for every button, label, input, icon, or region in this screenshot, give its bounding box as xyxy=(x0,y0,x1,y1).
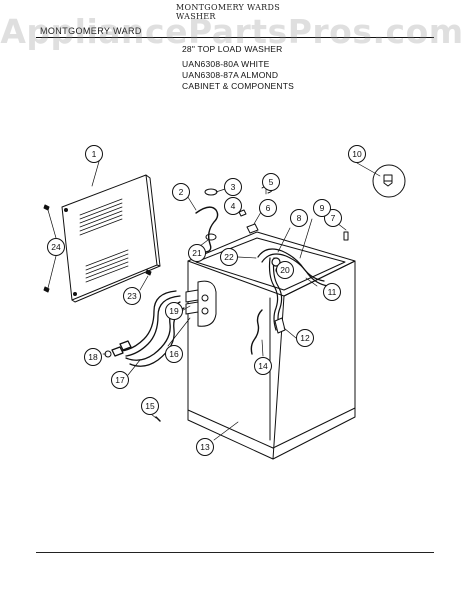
title-line-2: UAN6308-80A WHITE xyxy=(182,59,270,69)
callout-number: 2 xyxy=(179,187,184,197)
callout-10: 10 xyxy=(348,145,366,163)
callout-16: 16 xyxy=(165,345,183,363)
callout-circle xyxy=(290,209,308,227)
callout-4: 4 xyxy=(224,197,242,215)
cabinet-part xyxy=(187,231,356,460)
callout-circle xyxy=(313,199,331,217)
callout-number: 12 xyxy=(300,333,310,343)
strap-part xyxy=(195,206,219,253)
callout-number: 7 xyxy=(331,213,336,223)
callout-circle xyxy=(323,283,341,301)
callout-number: 15 xyxy=(145,401,155,411)
header-brand-top: MONTGOMERY WARDS xyxy=(176,3,280,12)
callout-circle xyxy=(47,238,65,256)
callout-15: 15 xyxy=(141,397,159,415)
screw-part xyxy=(145,269,152,276)
header-brand-left: MONTGOMERY WARD xyxy=(40,26,142,36)
callout-circle xyxy=(165,345,183,363)
clamp-part xyxy=(246,223,259,234)
callout-8: 8 xyxy=(290,209,308,227)
callout-number: 6 xyxy=(266,203,271,213)
callout-22: 22 xyxy=(220,248,238,266)
callout-circle xyxy=(220,248,238,266)
callout-number: 5 xyxy=(269,177,274,187)
callout-number: 17 xyxy=(115,375,125,385)
callout-13: 13 xyxy=(196,438,214,456)
callout-circle xyxy=(85,145,103,163)
callout-number: 20 xyxy=(280,265,290,275)
callout-23: 23 xyxy=(123,287,141,305)
callout-number: 3 xyxy=(231,182,236,192)
clip-part xyxy=(238,209,247,217)
title-line-1: 28" TOP LOAD WASHER xyxy=(182,44,283,54)
callout-21: 21 xyxy=(188,244,206,262)
callout-number: 14 xyxy=(258,361,268,371)
callout-number: 4 xyxy=(231,201,236,211)
callout-11: 11 xyxy=(323,283,341,301)
filter-part xyxy=(274,317,286,334)
callout-circle xyxy=(254,357,272,375)
callout-circle xyxy=(165,302,183,320)
callout-circle xyxy=(348,145,366,163)
callout-number: 8 xyxy=(297,213,302,223)
callout-number: 18 xyxy=(88,352,98,362)
pin-part xyxy=(343,231,349,241)
callout-circle xyxy=(276,261,294,279)
callout-number: 10 xyxy=(352,149,362,159)
callout-circle xyxy=(224,178,242,196)
rear-panel-part xyxy=(61,174,161,303)
callout-circle xyxy=(172,183,190,201)
callout-14: 14 xyxy=(254,357,272,375)
callout-number: 22 xyxy=(224,252,234,262)
callout-circle xyxy=(111,371,129,389)
callout-12: 12 xyxy=(296,329,314,347)
callout-19: 19 xyxy=(165,302,183,320)
callout-number: 16 xyxy=(169,349,179,359)
callout-5: 5 xyxy=(262,173,280,191)
lid-cam-part xyxy=(372,164,406,198)
callout-number: 23 xyxy=(127,291,137,301)
callout-18: 18 xyxy=(84,348,102,366)
callout-3: 3 xyxy=(224,178,242,196)
callout-circle xyxy=(188,244,206,262)
callout-circle xyxy=(196,438,214,456)
callout-number: 24 xyxy=(51,242,61,252)
panel-screws-part xyxy=(43,204,50,293)
callout-2: 2 xyxy=(172,183,190,201)
callout-17: 17 xyxy=(111,371,129,389)
title-line-3: UAN6308-87A ALMOND xyxy=(182,70,279,80)
footer-rule xyxy=(36,552,434,553)
callout-circle xyxy=(123,287,141,305)
callout-number: 19 xyxy=(169,306,179,316)
clip-part xyxy=(205,233,217,241)
callout-number: 13 xyxy=(200,442,210,452)
drain-hose-part xyxy=(250,309,263,355)
callout-circle xyxy=(141,397,159,415)
callout-circle xyxy=(84,348,102,366)
callout-24: 24 xyxy=(47,238,65,256)
water-valve-part xyxy=(185,280,217,327)
callout-circle xyxy=(296,329,314,347)
callout-circle xyxy=(224,197,242,215)
header-category: WASHER xyxy=(176,12,216,21)
callout-20: 20 xyxy=(276,261,294,279)
screw-part xyxy=(155,416,161,422)
callout-number: 9 xyxy=(320,203,325,213)
callout-number: 11 xyxy=(328,287,337,297)
callout-circle xyxy=(262,173,280,191)
callout-9: 9 xyxy=(313,199,331,217)
callout-1: 1 xyxy=(85,145,103,163)
callout-number: 21 xyxy=(192,248,202,258)
title-line-4: CABINET & COMPONENTS xyxy=(182,81,294,91)
clip-part xyxy=(204,188,218,196)
header-rule xyxy=(36,37,434,38)
callout-circle xyxy=(259,199,277,217)
callout-6: 6 xyxy=(259,199,277,217)
callout-number: 1 xyxy=(92,149,97,159)
